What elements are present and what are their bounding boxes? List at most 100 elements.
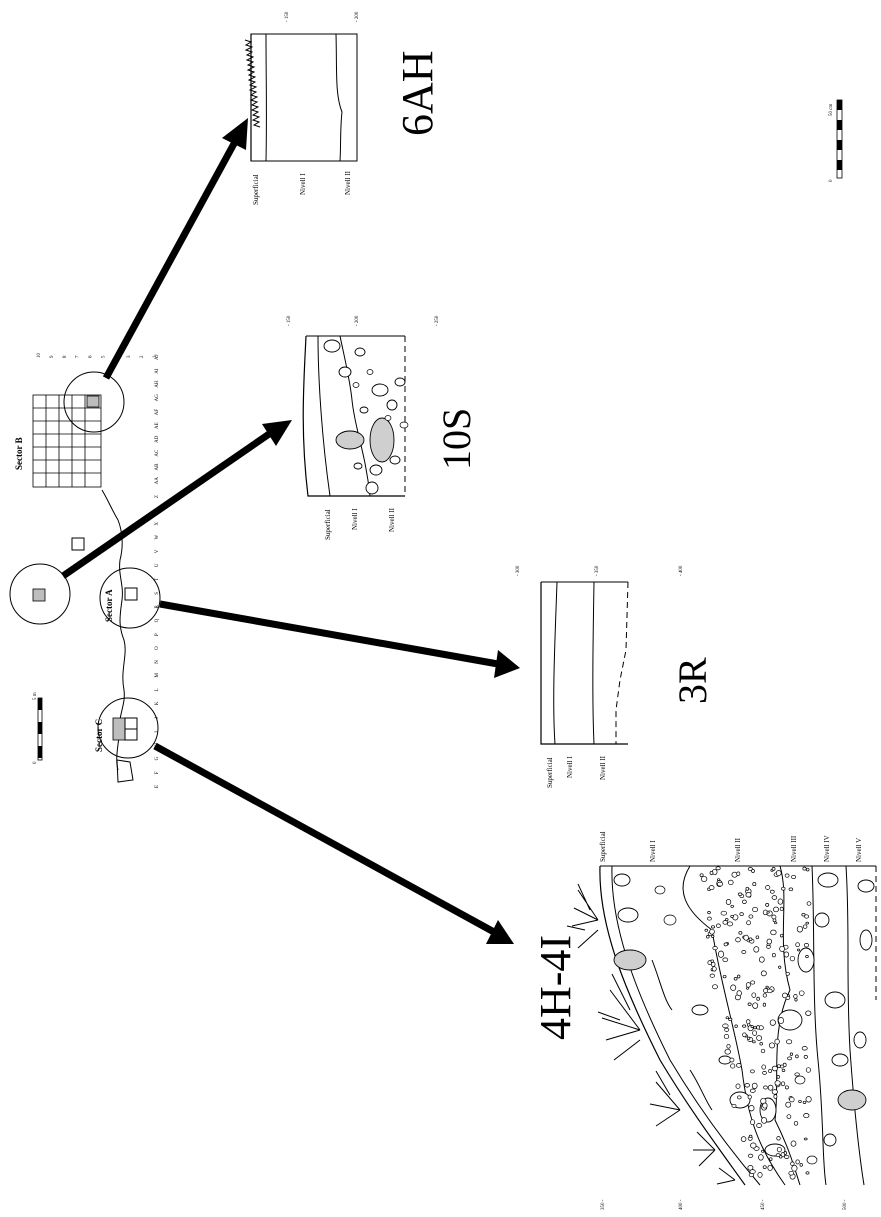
4H4I-depth-450: 450 - — [761, 1199, 766, 1210]
pebble — [745, 886, 750, 891]
10S-level-superficial: Superficial — [324, 509, 332, 540]
10S-level-2: Nivell II — [388, 507, 396, 532]
pebble — [771, 914, 777, 920]
pebble — [775, 1153, 781, 1157]
grid-letter: AI — [155, 368, 160, 374]
pebble — [771, 1089, 778, 1095]
3R-level-2: Nivell II — [599, 755, 607, 780]
pebble — [795, 942, 800, 948]
pebble — [733, 977, 738, 981]
pebble — [711, 966, 717, 972]
pebble — [752, 1030, 757, 1036]
stones — [613, 872, 875, 1165]
pebble — [756, 996, 760, 1001]
pebble — [736, 871, 741, 876]
grid-letter: K — [155, 701, 160, 705]
grid-letter: AF — [155, 409, 160, 416]
pebble — [738, 931, 743, 935]
pebble — [779, 945, 785, 952]
pebble — [762, 1071, 767, 1075]
scale-bar-start: 0 — [829, 179, 834, 182]
grid-letter: AJ — [155, 354, 160, 360]
grid-letter: R — [155, 605, 160, 609]
pebble — [805, 1171, 810, 1175]
arrow-to-10S — [61, 429, 274, 579]
pebble — [765, 985, 769, 989]
pebble — [706, 935, 710, 939]
pebble — [791, 874, 797, 880]
pebble — [724, 1048, 731, 1055]
pebble — [788, 1170, 794, 1176]
10S-depth-200: - 200 — [355, 315, 360, 326]
grid-number: 10 — [37, 353, 42, 359]
pebble-field — [699, 866, 812, 1180]
grid-letter: N — [155, 660, 160, 664]
pebble — [710, 934, 715, 938]
grid-letter: T — [155, 578, 160, 581]
section-scale-bar: 0 50 cm — [829, 99, 843, 182]
pebble — [758, 1154, 764, 1161]
arrows — [61, 118, 520, 944]
4H4I-depth-400: 400 - — [679, 1199, 684, 1210]
pebble — [802, 1100, 807, 1104]
pebble — [757, 1172, 763, 1178]
grid-letter: Z — [155, 495, 160, 498]
pebble — [786, 1039, 793, 1045]
pebble — [773, 906, 779, 913]
pebble — [760, 970, 767, 977]
pebble — [724, 918, 729, 922]
plan-scale-end: 5 m — [33, 692, 38, 700]
pebble — [730, 904, 734, 908]
pebble — [784, 1085, 789, 1090]
pebble — [722, 1023, 729, 1029]
pebble — [790, 1161, 795, 1166]
pebble — [784, 873, 790, 878]
pebble — [722, 974, 727, 979]
pebble — [747, 1153, 754, 1158]
grid-letter: G — [155, 756, 160, 760]
grid-letter: W — [155, 534, 160, 539]
pebble — [798, 1099, 802, 1104]
grid-letter: P — [155, 633, 160, 636]
pebble — [794, 1072, 800, 1077]
pebble — [777, 1017, 785, 1024]
sector-c-label: Sector C — [94, 719, 104, 752]
pebble — [775, 870, 782, 877]
grid-number: 8 — [63, 355, 68, 358]
pebble — [805, 1010, 812, 1016]
section-3R: Superficial Nivell I Nivell II - 300 - 3… — [516, 565, 715, 788]
pebble — [737, 892, 743, 896]
pebble — [786, 1114, 792, 1119]
pebble — [806, 901, 812, 906]
sector-c-circle — [97, 697, 159, 759]
arrow-to-4H4I — [153, 742, 496, 936]
3R-level-1: Nivell I — [566, 756, 574, 778]
pebble — [743, 934, 749, 941]
pebble — [745, 892, 752, 898]
grid-number: 9 — [50, 355, 55, 358]
pebble — [748, 914, 754, 919]
6AH-depth-200: - 200 — [355, 11, 360, 22]
pebble — [741, 950, 747, 954]
pebble — [751, 992, 757, 998]
pebble — [728, 1017, 733, 1022]
grid-letter: AA — [155, 477, 160, 485]
pebble — [793, 994, 798, 999]
pebble — [752, 1002, 759, 1009]
pebble — [722, 957, 729, 963]
pebble — [709, 928, 715, 935]
pebble — [723, 942, 728, 947]
pebble — [803, 943, 810, 948]
4H4I-level-5: Nivell V — [855, 838, 863, 862]
grid-number: 7 — [76, 355, 81, 358]
pebble — [789, 1052, 793, 1056]
pebble — [728, 879, 734, 886]
pebble — [769, 889, 775, 894]
3R-depth-350: - 350 — [595, 565, 600, 576]
pebble — [783, 951, 790, 958]
4H4I-level-2: Nivell II — [734, 837, 742, 862]
pebble — [736, 990, 742, 997]
pebble — [747, 1094, 752, 1100]
4H4I-depth-350: 350 - — [601, 1199, 606, 1210]
